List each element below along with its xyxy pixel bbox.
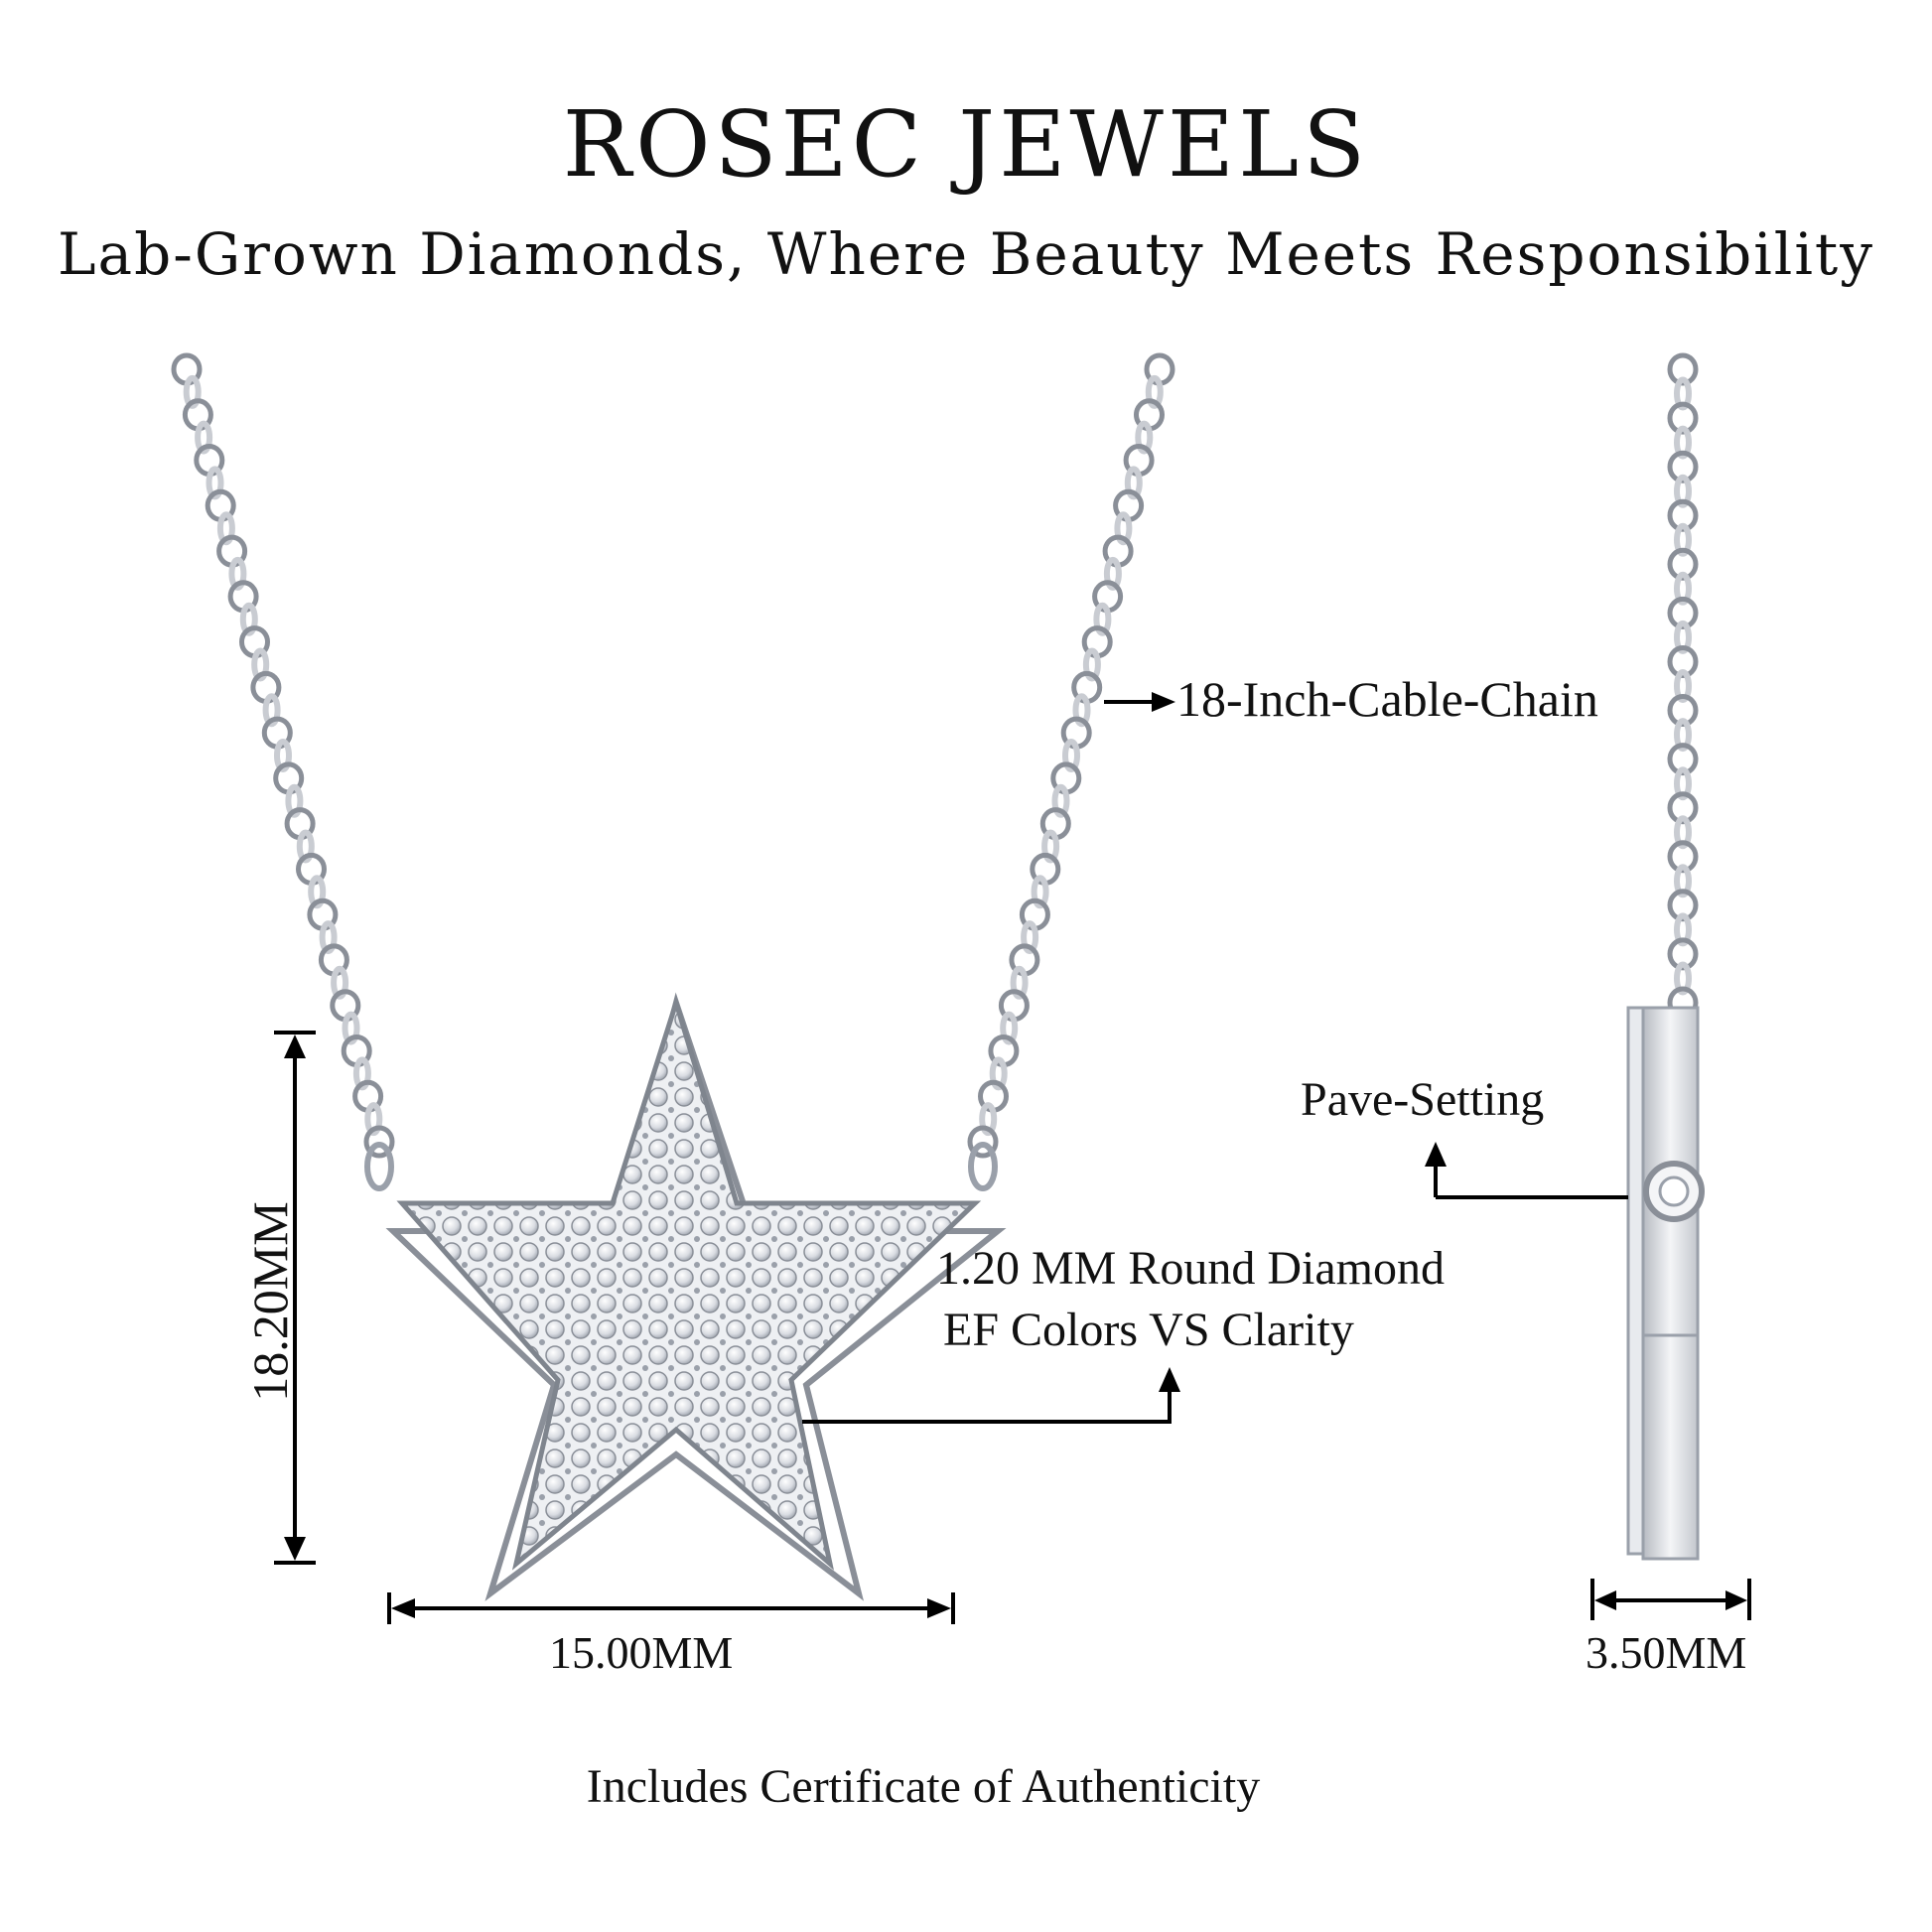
star-pendant-side-icon (1626, 1006, 1705, 1561)
chain-link (352, 1056, 371, 1091)
chain-link (1093, 602, 1112, 636)
chain-link (1674, 571, 1692, 606)
brand-title: ROSEC JEWELS (562, 91, 1370, 198)
chain-side (1667, 352, 1699, 1020)
chain-link (1000, 1011, 1019, 1045)
stone-size-label: 1.20 MM Round Diamond (936, 1242, 1446, 1295)
chain-link (989, 1056, 1008, 1091)
chain-link (285, 783, 304, 818)
depth-dimension-label: 3.50MM (1586, 1627, 1747, 1678)
chain-link (1674, 815, 1692, 850)
chain-link (1674, 474, 1692, 508)
stone-quality-label: EF Colors VS Clarity (943, 1304, 1354, 1356)
chain-link (274, 739, 292, 772)
chain-link (262, 693, 281, 728)
chain-link (1124, 466, 1143, 500)
chain-link (1667, 791, 1699, 825)
chain-link (1674, 961, 1692, 996)
chain-link (1674, 912, 1692, 947)
chain-right (967, 352, 1175, 1159)
brand-tagline: Lab-Grown Diamonds, Where Beauty Meets R… (58, 220, 1874, 288)
certificate-note: Includes Certificate of Authenticity (586, 1760, 1261, 1813)
chain-link (183, 374, 202, 409)
chain-link (1667, 450, 1699, 483)
chain-link (1114, 511, 1133, 546)
chain-link (1667, 352, 1699, 386)
chain-link (1674, 766, 1692, 801)
setting-label: Pave-Setting (1301, 1073, 1545, 1126)
chain-link (239, 602, 258, 636)
chain-link (1674, 864, 1692, 898)
chain-link (1062, 739, 1080, 772)
chain-link (1667, 889, 1699, 922)
chain-link (979, 1102, 998, 1137)
chain-link (331, 965, 349, 1000)
chain-link (1674, 669, 1692, 703)
chain-link (1051, 783, 1070, 818)
chain-link (1041, 829, 1060, 864)
chain-link (1674, 425, 1692, 460)
chain-link (1674, 522, 1692, 557)
chain-link (1667, 401, 1699, 435)
chain-link (1674, 718, 1692, 753)
chain-link (1021, 920, 1039, 955)
chain-link (1082, 647, 1101, 682)
chain-link (1667, 694, 1699, 727)
chain-link (251, 647, 270, 682)
chain-link (296, 829, 315, 864)
chain-link (1145, 374, 1164, 409)
width-dimension-label: 15.00MM (549, 1627, 734, 1678)
chain-link (228, 556, 247, 591)
chain-link (1667, 840, 1699, 874)
chain-link (363, 1125, 395, 1159)
height-dimension-label: 18.20MM (242, 1201, 298, 1402)
chain-link (1667, 547, 1699, 581)
chain-link (1674, 620, 1692, 654)
chain-left (171, 352, 395, 1159)
chain-link (1667, 743, 1699, 776)
chain-link (967, 1125, 999, 1159)
chain-link (195, 420, 213, 455)
chain-link (1667, 937, 1699, 971)
chain-link (319, 920, 338, 955)
chain-label: 18-Inch-Cable-Chain (1176, 671, 1598, 727)
chain-link (342, 1011, 360, 1045)
chain-link (1135, 420, 1154, 455)
chain-link (1031, 875, 1049, 909)
chain-link (1667, 498, 1699, 532)
chain-link (1010, 965, 1029, 1000)
chain-link (1103, 556, 1122, 591)
chain-link (216, 511, 235, 546)
chain-link (206, 466, 224, 500)
star-pendant-front-icon (364, 992, 1007, 1601)
chain-link (308, 875, 327, 909)
dimension-lines (274, 692, 1751, 1624)
chain-link (1667, 645, 1699, 678)
chain-link (1667, 596, 1699, 629)
chain-link (364, 1102, 383, 1137)
chain-link (1674, 376, 1692, 411)
chain-link (1072, 693, 1091, 728)
